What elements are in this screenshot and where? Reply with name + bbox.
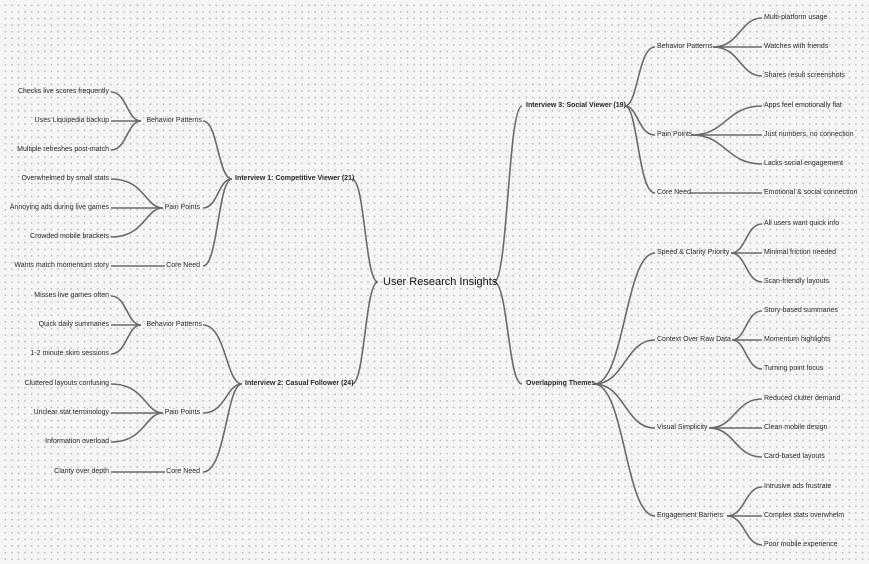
leaf-node[interactable]: Clarity over depth (54, 468, 109, 475)
leaf-node[interactable]: Information overload (45, 438, 109, 445)
leaf-node[interactable]: Clean mobile design (764, 424, 828, 431)
leaf-node[interactable]: Wants match momentum story (14, 262, 109, 269)
group-behavior-patterns[interactable]: Behavior Patterns (146, 321, 202, 328)
leaf-node[interactable]: Overwhelmed by small stats (21, 175, 109, 182)
leaf-node[interactable]: Shares result screenshots (764, 72, 845, 79)
leaf-node[interactable]: Poor mobile experience (764, 541, 838, 548)
leaf-node[interactable]: Annoying ads during live games (9, 204, 109, 211)
group-context-over-raw-data[interactable]: Context Over Raw Data (657, 336, 731, 343)
leaf-node[interactable]: Quick daily summaries (38, 321, 109, 328)
leaf-node[interactable]: Just numbers, no connection (764, 131, 854, 138)
leaf-node[interactable]: Momentum highlights (764, 336, 831, 343)
group-pain-points[interactable]: Pain Points (164, 409, 200, 416)
leaf-node[interactable]: Emotional & social connection (764, 189, 858, 196)
leaf-node[interactable]: Complex stats overwhelm (764, 512, 845, 519)
leaf-node[interactable]: Watches with friends (764, 43, 829, 50)
leaf-node[interactable]: Minimal friction needed (764, 249, 836, 256)
branch-overlapping-themes[interactable]: Overlapping Themes (526, 380, 596, 387)
group-behavior-patterns[interactable]: Behavior Patterns (146, 117, 202, 124)
branch-interview-1[interactable]: Interview 1: Competitive Viewer (21) (235, 175, 355, 182)
leaf-node[interactable]: Multi-platform usage (764, 14, 828, 21)
group-core-need[interactable]: Core Need (166, 262, 200, 269)
group-core-need[interactable]: Core Need (166, 468, 200, 475)
group-core-need[interactable]: Core Need (657, 189, 691, 196)
root-node[interactable]: User Research Insights (383, 276, 498, 288)
leaf-node[interactable]: Multiple refreshes post-match (17, 146, 109, 153)
leaf-node[interactable]: Turning point focus (764, 365, 824, 372)
leaf-node[interactable]: Unclear stat terminology (33, 409, 109, 416)
branch-interview-3[interactable]: Interview 3: Social Viewer (19) (526, 102, 626, 109)
group-behavior-patterns[interactable]: Behavior Patterns (657, 43, 713, 50)
leaf-node[interactable]: Misses live games often (34, 292, 109, 299)
leaf-node[interactable]: Intrusive ads frustrate (764, 483, 832, 490)
group-pain-points[interactable]: Pain Points (164, 204, 200, 211)
leaf-node[interactable]: Card-based layouts (764, 453, 825, 460)
leaf-node[interactable]: Story-based summaries (764, 307, 838, 314)
leaf-node[interactable]: Uses Liquipedia backup (34, 117, 109, 124)
leaf-node[interactable]: Crowded mobile brackets (30, 233, 109, 240)
group-visual-simplicity[interactable]: Visual Simplicity (657, 424, 708, 431)
leaf-node[interactable]: Scan-friendly layouts (764, 278, 829, 285)
leaf-node[interactable]: Checks live scores frequently (17, 88, 109, 95)
group-pain-points[interactable]: Pain Points (657, 131, 693, 138)
group-engagement-barriers[interactable]: Engagement Barriers (657, 512, 724, 519)
leaf-node[interactable]: Reduced clutter demand (764, 395, 841, 402)
leaf-node[interactable]: Cluttered layouts confusing (24, 380, 109, 387)
leaf-node[interactable]: Apps feel emotionally flat (764, 102, 842, 109)
leaf-node[interactable]: Lacks social engagement (764, 160, 843, 167)
group-speed-clarity[interactable]: Speed & Clarity Priority (657, 249, 730, 256)
branch-interview-2[interactable]: Interview 2: Casual Follower (24) (245, 380, 354, 387)
leaf-node[interactable]: 1-2 minute skim sessions (30, 350, 109, 357)
leaf-node[interactable]: All users want quick info (764, 220, 840, 227)
